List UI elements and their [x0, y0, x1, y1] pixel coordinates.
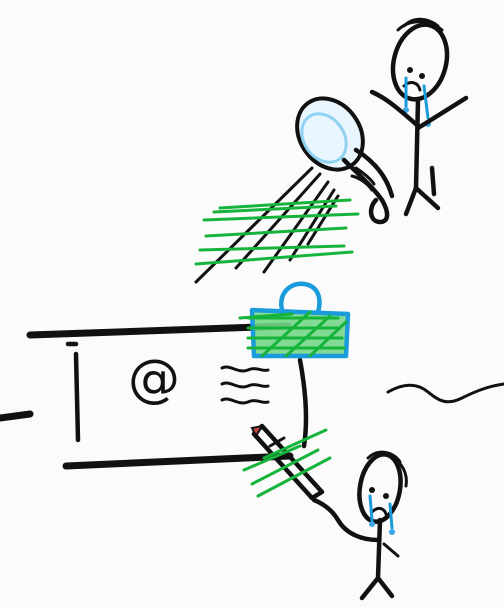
left-cable-line: [0, 414, 30, 418]
envelope-symbol: @: [128, 349, 180, 409]
padlock-icon: [240, 284, 348, 356]
flashlight-beam: [196, 168, 358, 282]
crying-person-bottom: [314, 451, 406, 598]
cable-line: [388, 384, 504, 402]
pencil-icon: [244, 426, 330, 498]
